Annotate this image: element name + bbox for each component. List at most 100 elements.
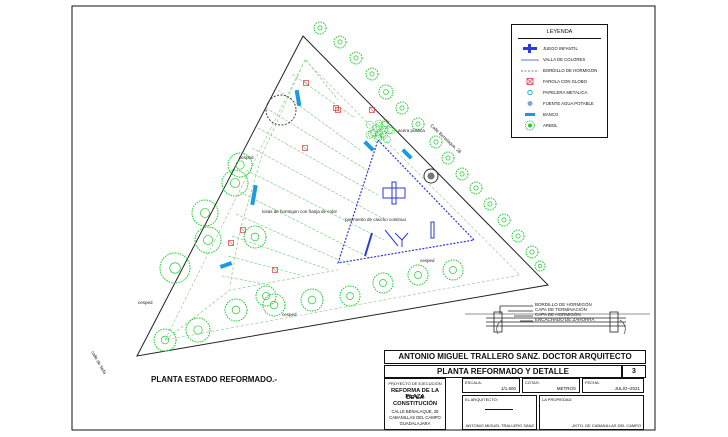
tree-icon <box>411 117 425 131</box>
tree-canopy <box>429 135 443 149</box>
tree-icon <box>227 152 253 178</box>
label-pavimento: pavimento de caucho continuo <box>345 217 407 222</box>
lamp-cross <box>272 267 278 273</box>
tree-trunk <box>414 271 422 279</box>
tree-icon <box>442 259 464 281</box>
curb-line-icon <box>521 70 539 72</box>
lamp-icon <box>526 78 534 85</box>
legend: LEYENDA JUEGO INFANTIL VALLA DE COLORES … <box>511 24 608 138</box>
lamp-box <box>302 145 308 151</box>
lamp-box <box>240 227 246 233</box>
proyecto-label: PROYECTO DE EJECUCIÓN <box>388 381 442 386</box>
sheet-number: 3 <box>622 365 646 378</box>
section-label-1: BORDILLO DE HORMIGÓN <box>535 301 592 307</box>
lamp-box <box>272 267 278 273</box>
tree-icon <box>378 84 394 100</box>
legend-row-bench: BANCO <box>512 109 607 120</box>
tree-trunk <box>200 208 210 218</box>
section-label-2: CAPA DE TERMINACIÓN <box>535 306 587 312</box>
tree-trunk <box>515 233 521 239</box>
tree-canopy <box>227 152 253 178</box>
cotas-value: METROS <box>556 386 576 391</box>
tree-canopy <box>372 272 394 294</box>
paving-edge <box>164 269 339 341</box>
tree-canopy <box>191 199 219 227</box>
legend-label: FUENTE AGUA POTABLE <box>543 101 594 106</box>
tree-canopy <box>469 181 483 195</box>
tree-icon <box>349 51 363 65</box>
tree-trunk <box>473 185 479 191</box>
architect-header: ANTONIO MIGUEL TRALLERO SANZ. DOCTOR ARQ… <box>384 350 646 364</box>
tree-icon <box>224 298 248 322</box>
label-cesped-2: cesped <box>420 258 435 263</box>
legend-label: JUEGO INFANTIL <box>543 46 578 51</box>
paving-line <box>221 275 271 286</box>
escala-cell: ESCALA: 1/1.500 <box>462 378 520 393</box>
tree-trunk <box>449 266 457 274</box>
tree-cluster-leaf <box>365 131 374 139</box>
label-calle-benalaque: Calle Benalaque, 28 <box>429 123 462 155</box>
tree-icon <box>534 260 546 272</box>
tree-icon <box>372 272 394 294</box>
lamp-cross <box>302 145 308 151</box>
tree-canopy <box>511 229 525 243</box>
tree-canopy <box>365 67 379 81</box>
paving-line <box>277 89 361 151</box>
tree-canopy <box>185 317 211 343</box>
tree-trunk <box>369 71 375 77</box>
drawing-title: PLANTA ESTADO REFORMADO.- <box>151 375 278 384</box>
tree-canopy <box>395 101 409 115</box>
bench-icon <box>363 140 375 152</box>
tree-canopy <box>378 84 394 100</box>
tree-icon <box>497 213 511 227</box>
tree-icon <box>313 21 327 35</box>
paving-line <box>239 191 371 259</box>
tree-trunk <box>445 155 451 161</box>
tree-trunk <box>415 121 421 127</box>
tree-trunk <box>307 295 317 305</box>
legend-label: ARBOL <box>543 123 558 128</box>
tree-canopy <box>194 226 222 254</box>
benches <box>219 89 413 269</box>
tree-canopy <box>411 117 425 131</box>
paving-edge <box>229 59 306 286</box>
lamp-box <box>303 80 309 86</box>
tree-icon <box>525 120 535 131</box>
tree-trunk <box>317 25 323 31</box>
tree-canopy <box>243 225 267 249</box>
tree-canopy <box>339 285 361 307</box>
lamps <box>228 80 375 273</box>
tree-icon <box>441 151 455 165</box>
label-losas: losas de hormigon con franja de color <box>262 209 338 214</box>
legend-row-fountain: FUENTE AGUA POTABLE <box>512 98 607 109</box>
tree-cluster-leaf <box>380 121 389 129</box>
tree-trunk <box>337 39 343 45</box>
legend-label: BANCO <box>543 112 559 117</box>
legend-row-curb: BORDILLO DE HORMIGON <box>512 65 607 76</box>
bench-icon <box>250 184 258 206</box>
section-detail <box>465 305 650 335</box>
tree-trunk <box>399 105 405 111</box>
lamp-cross <box>369 107 375 113</box>
tree-icon <box>469 181 483 195</box>
tree-cluster-leaf <box>372 124 381 133</box>
tree-icon <box>339 285 361 307</box>
lamp-icon <box>369 107 375 113</box>
lamp-cross <box>335 107 341 113</box>
tree-trunk <box>433 139 439 145</box>
paving-line <box>291 73 356 119</box>
tree-canopy <box>333 35 347 49</box>
tree-trunk <box>169 262 181 274</box>
tree-cluster-leaf <box>380 126 388 134</box>
tree-icon <box>395 101 409 115</box>
tree-canopy <box>349 51 363 65</box>
label-cesped-4: cesped <box>282 312 297 317</box>
tree-trunk <box>235 160 245 170</box>
legend-row-fence: VALLA DE COLORES <box>512 54 607 65</box>
tree-icon <box>243 225 267 249</box>
tree-cluster-leaf <box>370 128 378 137</box>
tree-trunk <box>529 249 535 255</box>
tree-icon <box>191 199 219 227</box>
lamp-icon <box>303 80 309 86</box>
